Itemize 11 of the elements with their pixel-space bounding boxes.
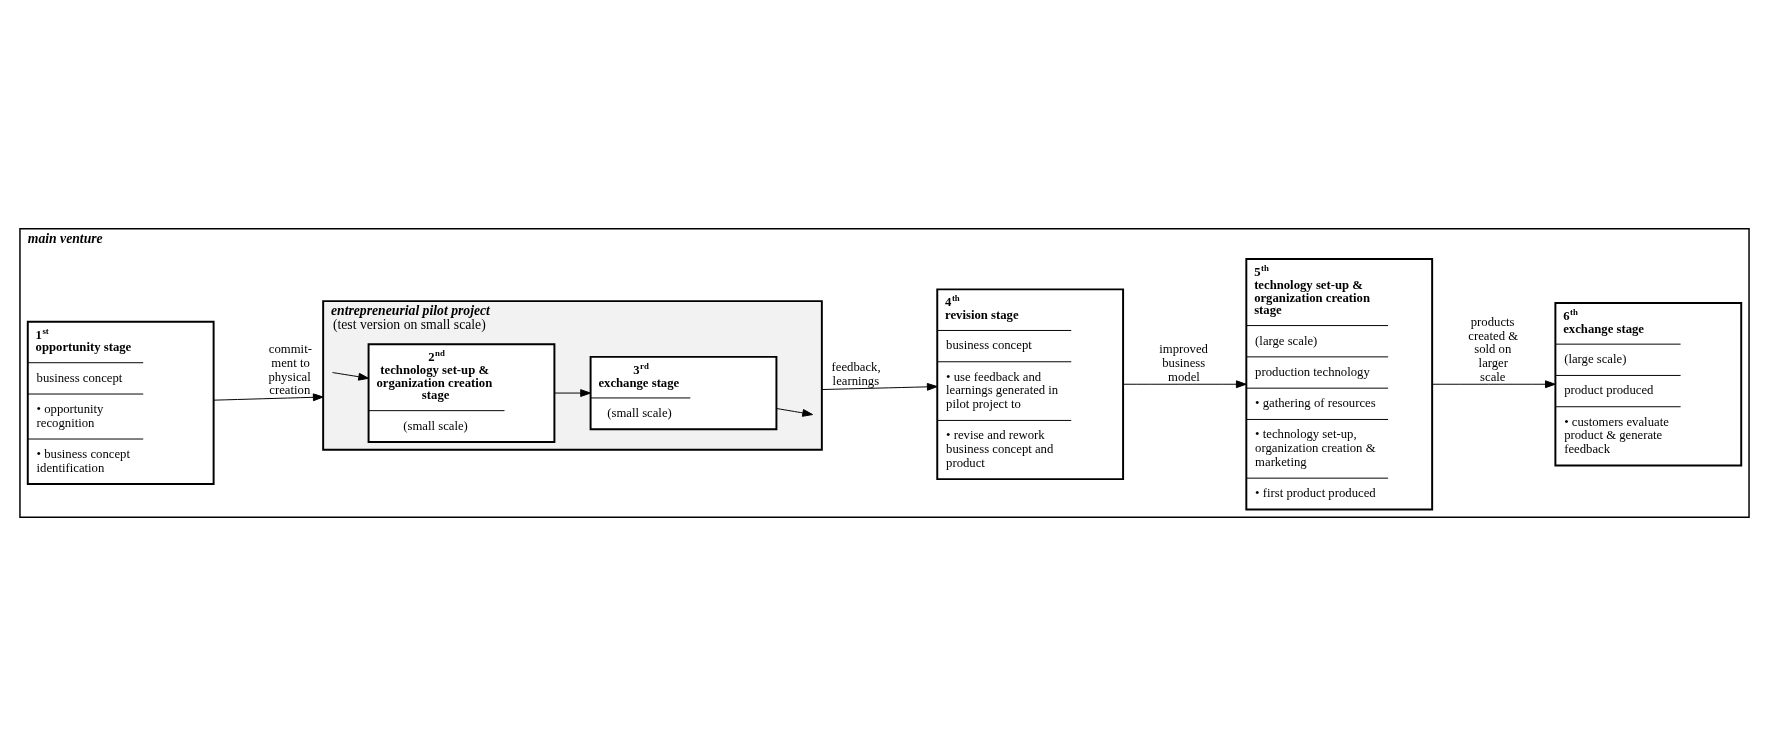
- edge-label: products created & sold on larger scale: [1468, 314, 1519, 384]
- arrow: [821, 382, 938, 391]
- arrow: [776, 408, 814, 417]
- arrow: [554, 389, 591, 397]
- arrow: [332, 372, 369, 381]
- edge-label: feedback, learnings: [831, 359, 881, 388]
- arrow: [1122, 380, 1247, 389]
- edge-label: commit-ment to physical creation: [268, 342, 312, 398]
- arrow: [213, 393, 324, 402]
- edge-label: improved business model: [1159, 342, 1208, 384]
- arrow: [1431, 380, 1556, 389]
